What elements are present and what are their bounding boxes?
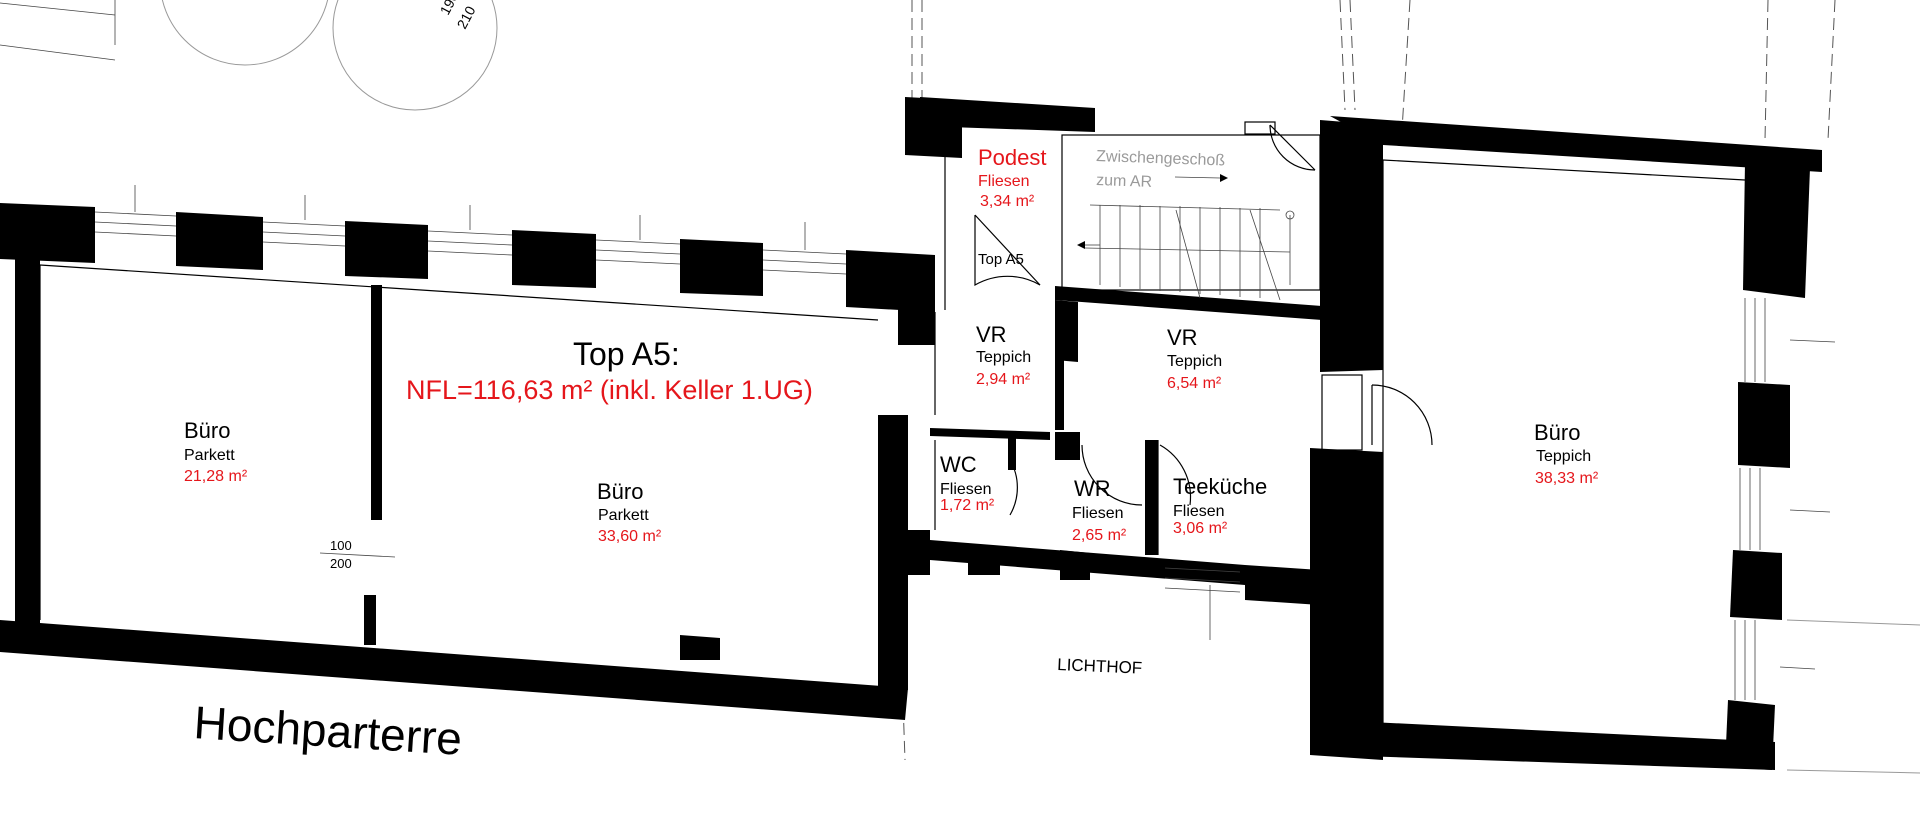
room-area: 2,94 m² <box>976 371 1031 388</box>
room-floor: Teppich <box>976 349 1031 366</box>
tree-canopy <box>161 0 329 66</box>
courtyard-label: LICHTHOF <box>1057 655 1143 678</box>
room-area: 6,54 m² <box>1167 375 1222 392</box>
room-area: 2,65 m² <box>1072 527 1127 544</box>
room-area: 21,28 m² <box>184 468 248 485</box>
door-height-label: 200 <box>330 556 352 571</box>
room-label: Podest Fliesen 3,34 m² <box>978 145 1047 210</box>
room-floor: Teppich <box>1536 448 1591 465</box>
walls <box>0 97 1822 770</box>
room-label: VR Teppich 6,54 m² <box>1167 325 1222 392</box>
room-floor: Parkett <box>598 507 649 524</box>
room-name: WR <box>1074 476 1111 501</box>
room-area: 3,06 m² <box>1173 520 1228 537</box>
room-area: 38,33 m² <box>1535 470 1599 487</box>
room-floor: Parkett <box>184 447 235 464</box>
tree-label: 210 <box>454 3 479 31</box>
labels: Hochparterre Top A5: NFL=116,63 m² (inkl… <box>184 145 1599 765</box>
room-label: WR Fliesen 2,65 m² <box>1072 476 1127 544</box>
room-name: VR <box>1167 325 1198 350</box>
room-floor: Teppich <box>1167 353 1222 370</box>
room-label: Büro Parkett 21,28 m² <box>184 418 248 485</box>
room-name: Büro <box>184 418 230 443</box>
room-name: WC <box>940 452 977 477</box>
room-label: WC Fliesen 1,72 m² <box>940 452 995 514</box>
stair-label: Zwischengeschoß <box>1096 148 1226 169</box>
room-label: Büro Teppich 38,33 m² <box>1534 420 1599 487</box>
room-label: Büro Parkett 33,60 m² <box>597 479 662 545</box>
room-name: Büro <box>1534 420 1580 445</box>
linework: 100 200 <box>39 100 1836 725</box>
unit-title: Top A5: <box>573 336 680 372</box>
room-floor: Fliesen <box>1173 503 1225 520</box>
room-area: 33,60 m² <box>598 528 662 545</box>
room-floor: Fliesen <box>940 481 992 498</box>
tree-canopy <box>332 0 498 111</box>
room-name: Teeküche <box>1173 474 1267 499</box>
room-name: Podest <box>978 145 1047 170</box>
room-label: VR Teppich 2,94 m² <box>976 322 1031 388</box>
room-floor: Fliesen <box>1072 505 1124 522</box>
room-label: Teeküche Fliesen 3,06 m² <box>1173 474 1267 537</box>
room-name: Büro <box>597 479 643 504</box>
floor-title: Hochparterre <box>192 696 463 765</box>
room-area: 1,72 m² <box>940 497 995 514</box>
door-width-label: 100 <box>330 538 352 553</box>
room-area: 3,34 m² <box>980 193 1035 210</box>
room-floor: Fliesen <box>978 173 1030 190</box>
staircase <box>1061 121 1321 301</box>
stair-label: zum AR <box>1096 172 1153 191</box>
site-context: 190 210 <box>0 0 1920 774</box>
room-name: VR <box>976 322 1007 347</box>
unit-area: NFL=116,63 m² (inkl. Keller 1.UG) <box>406 375 813 405</box>
entrance-label: Top A5 <box>978 251 1024 268</box>
